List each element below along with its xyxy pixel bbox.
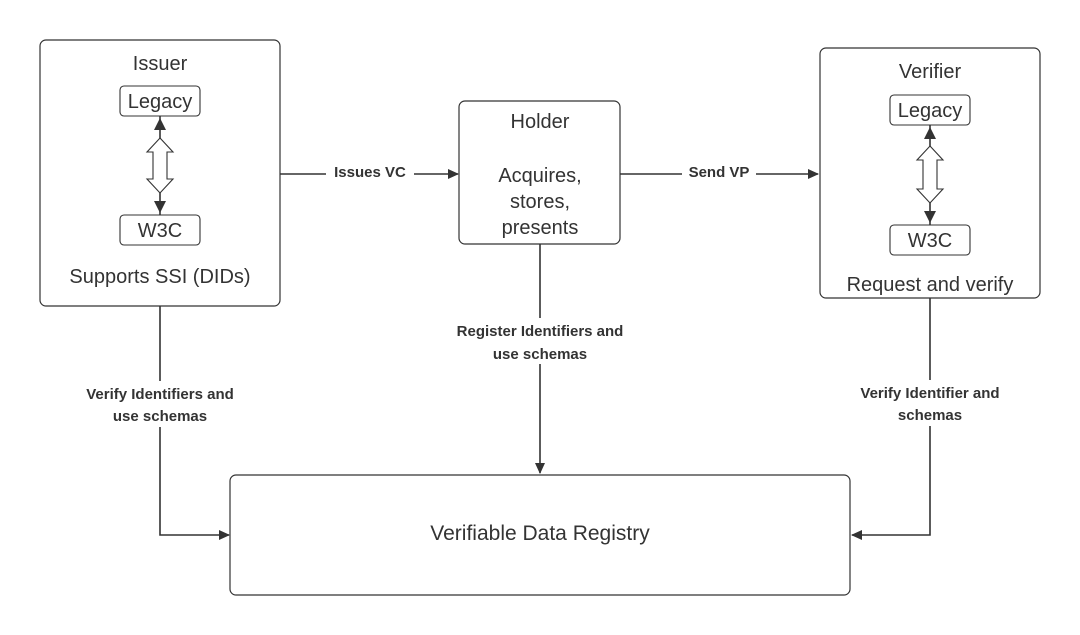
edge-label-verify-verifier-line2: schemas — [898, 407, 962, 424]
issuer-w3c-label: W3C — [138, 220, 182, 242]
holder-node: Holder Acquires, stores, presents — [458, 100, 621, 245]
issuer-title: Issuer — [133, 53, 188, 75]
edge-label-verify-issuer-line2: use schemas — [113, 408, 207, 425]
holder-line2: stores, — [510, 191, 570, 213]
edge-verify-identifier-verifier — [851, 298, 931, 540]
edge-label-bg-register — [436, 318, 644, 364]
issuer-legacy-label: Legacy — [128, 91, 193, 113]
registry-title: Verifiable Data Registry — [430, 522, 650, 545]
verifier-legacy-label: Legacy — [898, 100, 963, 122]
holder-line3: presents — [502, 217, 579, 239]
verifier-subtitle: Request and verify — [847, 274, 1014, 296]
issuer-node: Issuer Legacy W3C Supports SSI (DIDs) — [39, 39, 281, 307]
issuer-w3c-box — [119, 214, 201, 246]
double-headed-arrow-icon — [145, 116, 175, 215]
edge-label-verify-verifier-line1: Verify Identifier and — [860, 385, 999, 402]
edge-label-send-vp: Send VP — [689, 164, 750, 181]
verifier-w3c-box — [889, 224, 971, 256]
holder-box — [458, 100, 621, 245]
edge-label-verify-issuer-line1: Verify Identifiers and — [86, 386, 234, 403]
edge-label-issues-vc: Issues VC — [334, 164, 406, 181]
registry-box — [229, 474, 851, 596]
issuer-subtitle: Supports SSI (DIDs) — [69, 266, 250, 288]
holder-title: Holder — [511, 111, 570, 133]
double-headed-arrow-icon — [915, 125, 945, 225]
edge-label-register-line2: use schemas — [493, 346, 587, 363]
edge-label-bg-verify-issuer — [68, 381, 252, 427]
holder-line1: Acquires, — [498, 165, 581, 187]
verifier-title: Verifier — [899, 61, 962, 83]
edge-label-register-line1: Register Identifiers and — [457, 323, 624, 340]
registry-node: Verifiable Data Registry — [229, 474, 851, 596]
edge-label-bg-send-vp — [682, 162, 756, 182]
verifier-w3c-label: W3C — [908, 230, 952, 252]
edge-label-bg-issues-vc — [326, 162, 414, 182]
verifier-node: Verifier Legacy W3C Request and verify — [819, 47, 1041, 299]
edge-label-bg-verify-verifier — [843, 380, 1017, 426]
